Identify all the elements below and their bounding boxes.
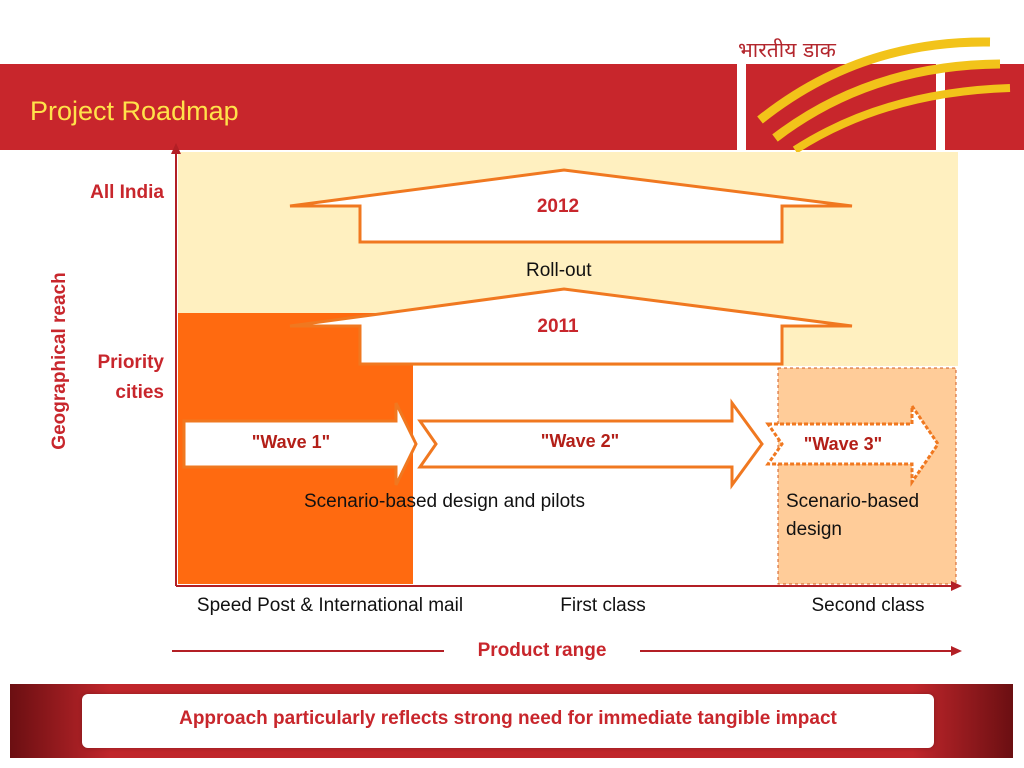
- wave-2-label: "Wave 2": [540, 431, 620, 451]
- rollout-2012-arrow: [289, 168, 853, 244]
- x-axis-arrowhead: [951, 581, 962, 591]
- x-axis-title: Product range: [477, 640, 607, 661]
- pilots-note: Scenario-based design and pilots: [304, 491, 585, 512]
- y-level-all-india: All India: [90, 182, 164, 203]
- x-category-second-class: Second class: [811, 595, 925, 616]
- product-range-arrowhead: [951, 646, 962, 656]
- india-post-logo: [737, 37, 1011, 154]
- y-axis-title: Geographical reach: [49, 272, 70, 450]
- roadmap-diagram: [171, 143, 962, 656]
- zone-second-class-design: [777, 367, 957, 585]
- rollout-2011-label: 2011: [537, 316, 579, 337]
- x-category-speed-post: Speed Post & International mail: [196, 595, 464, 616]
- rollout-2012-label: 2012: [536, 196, 580, 217]
- footer-text: Approach particularly reflects strong ne…: [179, 708, 837, 729]
- wave-3-label: "Wave 3": [803, 434, 883, 454]
- page-title: Project Roadmap: [30, 96, 239, 126]
- zone-priority-cities-firstclass: [413, 366, 778, 584]
- rollout-label: Roll-out: [526, 260, 592, 281]
- footer-callout: [82, 694, 934, 748]
- wave-1-arrow: [182, 402, 418, 486]
- x-category-first-class: First class: [560, 595, 646, 616]
- header-band: [0, 64, 1024, 150]
- y-level-priority-cities: Priority cities: [97, 352, 164, 403]
- logo-text: भारतीय डाक: [738, 38, 836, 62]
- rollout-2011-arrow: [289, 287, 853, 366]
- wave-1-label: "Wave 1": [251, 432, 331, 452]
- y-axis-arrowhead: [171, 143, 181, 154]
- wave-2-arrow: [417, 398, 764, 490]
- wave-3-arrow: [765, 401, 940, 487]
- design-note: Scenario-based design: [786, 491, 920, 540]
